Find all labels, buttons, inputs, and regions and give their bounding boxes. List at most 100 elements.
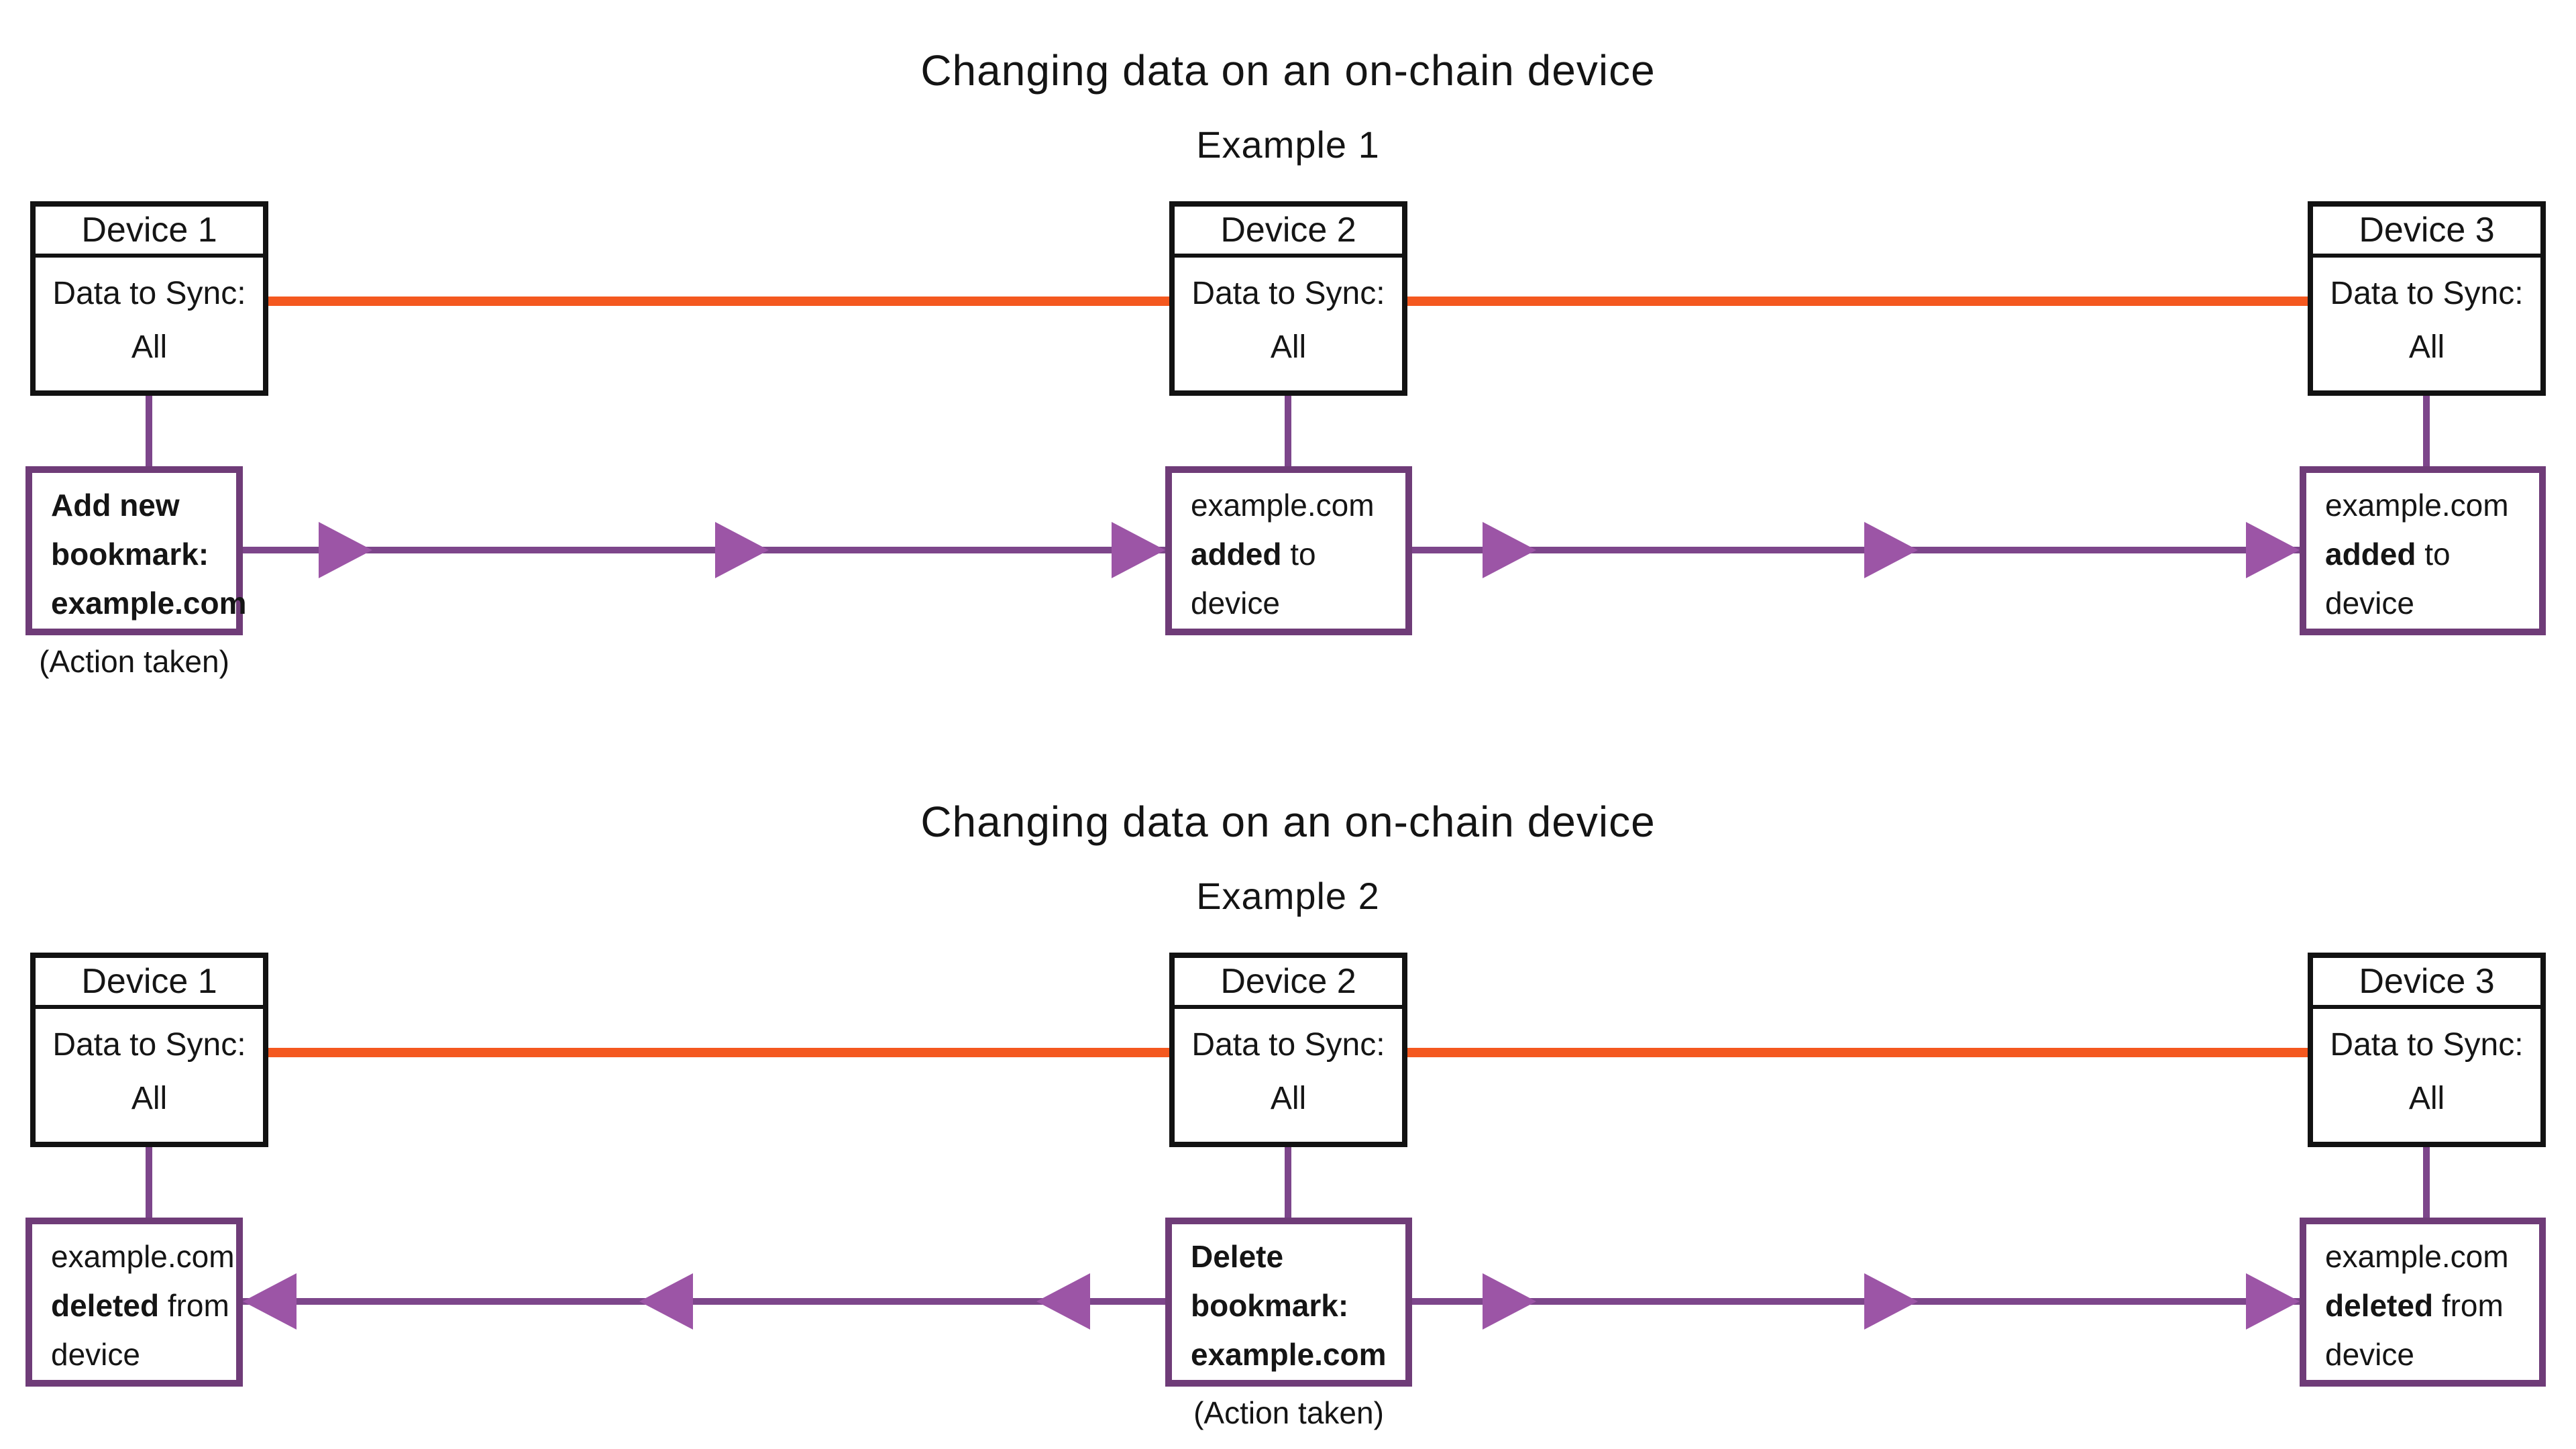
device-action-connector: [2423, 1146, 2430, 1218]
sync-value: All: [2408, 1081, 2445, 1116]
action-text-bold: deleted: [51, 1288, 160, 1323]
device-body: Data to Sync: All: [2313, 258, 2540, 374]
action-text-bold: added: [2325, 537, 2416, 572]
action-box-device-2: example.com added to device: [1165, 466, 1412, 635]
sync-label: Data to Sync:: [1191, 1027, 1385, 1063]
sync-label: Data to Sync:: [52, 276, 246, 311]
flow-line: [243, 1298, 1165, 1305]
device-box-2: Device 2 Data to Sync: All: [1169, 201, 1407, 396]
device-box-1: Device 1 Data to Sync: All: [30, 201, 268, 396]
action-text-line: deleted from: [51, 1281, 229, 1330]
action-taken-caption: (Action taken): [1193, 1395, 1384, 1430]
device-body: Data to Sync: All: [2313, 1009, 2540, 1126]
device-action-connector: [1285, 394, 1291, 467]
sync-value: All: [1270, 329, 1307, 365]
arrowhead-icon: [639, 1273, 694, 1330]
action-text: from: [159, 1288, 229, 1323]
action-text: device: [1191, 586, 1280, 621]
device-name: Device 3: [2313, 958, 2540, 1009]
sync-label: Data to Sync:: [2330, 276, 2524, 311]
arrowhead-icon: [1036, 1273, 1090, 1330]
action-text-bold: bookmark:: [51, 537, 209, 572]
device-body: Data to Sync: All: [1175, 1009, 1402, 1126]
example-label: Example 2: [1196, 875, 1380, 917]
sync-flow-arrows: [243, 1273, 1165, 1330]
device-box-3: Device 3 Data to Sync: All: [2308, 953, 2546, 1147]
device-name: Device 1: [36, 207, 263, 258]
action-box-device-2: Delete bookmark: example.com: [1165, 1218, 1412, 1387]
action-text: device: [2325, 1337, 2414, 1372]
action-box-device-1: Add new bookmark: example.com: [25, 466, 246, 635]
device-box-1: Device 1 Data to Sync: All: [30, 953, 268, 1147]
arrowhead-icon: [2246, 1273, 2300, 1330]
device-body: Data to Sync: All: [36, 1009, 263, 1126]
device-action-connector: [146, 1146, 152, 1218]
diagram-title: Changing data on an on-chain device: [920, 798, 1656, 846]
sync-flow-arrows: [1412, 522, 2300, 578]
arrowhead-icon: [243, 1273, 297, 1330]
sync-label: Data to Sync:: [2330, 1027, 2524, 1063]
action-text-line: device: [51, 1330, 217, 1379]
action-text-line: device: [1191, 579, 1387, 628]
action-text-line: example.com: [51, 579, 246, 628]
sync-connection-line: [1406, 297, 2309, 306]
device-body: Data to Sync: All: [36, 258, 263, 374]
action-text-line: bookmark:: [1191, 1281, 1387, 1330]
action-text-bold: deleted: [2325, 1288, 2434, 1323]
action-taken-caption: (Action taken): [39, 644, 229, 679]
sync-value: All: [131, 329, 168, 365]
action-text-bold: bookmark:: [1191, 1288, 1349, 1323]
action-text-line: example.com: [51, 1232, 235, 1281]
device-box-2: Device 2 Data to Sync: All: [1169, 953, 1407, 1147]
flow-line: [1412, 1298, 2300, 1305]
device-name: Device 2: [1175, 207, 1402, 258]
arrowhead-icon: [318, 522, 372, 578]
action-text: to: [1281, 537, 1316, 572]
action-text-line: bookmark:: [51, 530, 217, 579]
example-1-diagram: Changing data on an on-chain device Exam…: [0, 0, 2576, 724]
action-text: to: [2416, 537, 2451, 572]
arrowhead-icon: [1483, 522, 1537, 578]
action-text-line: Add new: [51, 481, 217, 530]
device-name: Device 1: [36, 958, 263, 1009]
device-name: Device 2: [1175, 958, 1402, 1009]
device-name: Device 3: [2313, 207, 2540, 258]
device-action-connector: [1285, 1146, 1291, 1218]
flow-line: [1412, 547, 2300, 553]
action-box-device-3: example.com added to device: [2300, 466, 2546, 635]
device-box-3: Device 3 Data to Sync: All: [2308, 201, 2546, 396]
action-text: example.com: [2325, 488, 2509, 523]
action-text-line: example.com: [2325, 481, 2520, 530]
sync-flow-arrows: [243, 522, 1165, 578]
action-text-line: device: [2325, 1330, 2520, 1379]
arrowhead-icon: [1864, 522, 1919, 578]
arrowhead-icon: [1112, 522, 1165, 578]
action-text-line: device: [2325, 579, 2520, 628]
action-text-line: example.com: [1191, 481, 1387, 530]
sync-flow-arrows: [1412, 1273, 2300, 1330]
arrowhead-icon: [1864, 1273, 1919, 1330]
action-text: example.com: [51, 1239, 235, 1274]
sync-value: All: [2408, 329, 2445, 365]
action-text-bold: added: [1191, 537, 1282, 572]
sync-value: All: [131, 1081, 168, 1116]
sync-label: Data to Sync:: [52, 1027, 246, 1063]
sync-value: All: [1270, 1081, 1307, 1116]
flow-line: [243, 547, 1165, 553]
diagram-title: Changing data on an on-chain device: [920, 46, 1656, 95]
action-text-line: added to: [2325, 530, 2520, 579]
action-box-device-3: example.com deleted from device: [2300, 1218, 2546, 1387]
device-body: Data to Sync: All: [1175, 258, 1402, 374]
action-text-bold: example.com: [1191, 1337, 1387, 1372]
device-action-connector: [2423, 394, 2430, 467]
action-text-line: deleted from: [2325, 1281, 2520, 1330]
sync-connection-line: [1406, 1048, 2309, 1057]
arrowhead-icon: [1483, 1273, 1537, 1330]
action-text-bold: example.com: [51, 586, 247, 621]
sync-label: Data to Sync:: [1191, 276, 1385, 311]
action-text-line: example.com: [2325, 1232, 2520, 1281]
sync-connection-line: [267, 297, 1171, 306]
action-text: example.com: [1191, 488, 1375, 523]
action-text-bold: Delete: [1191, 1239, 1284, 1274]
